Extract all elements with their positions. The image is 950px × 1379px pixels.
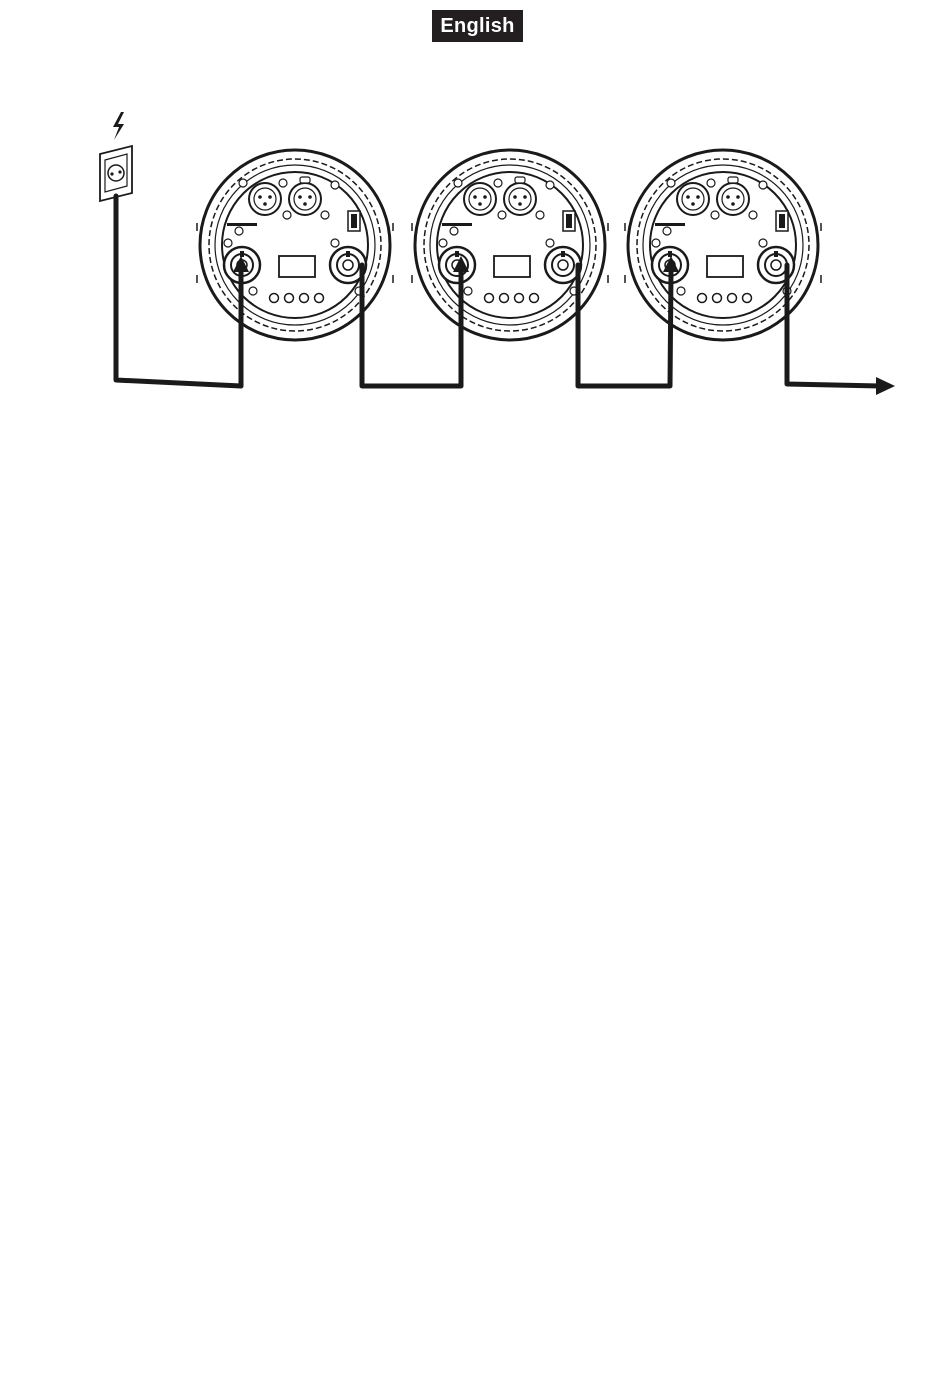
lightning-bolt-icon <box>113 112 124 140</box>
power-socket-icon <box>100 146 132 201</box>
power-linking-diagram <box>0 0 950 420</box>
arrow-right-icon <box>876 377 895 395</box>
fixture-3 <box>625 150 821 340</box>
